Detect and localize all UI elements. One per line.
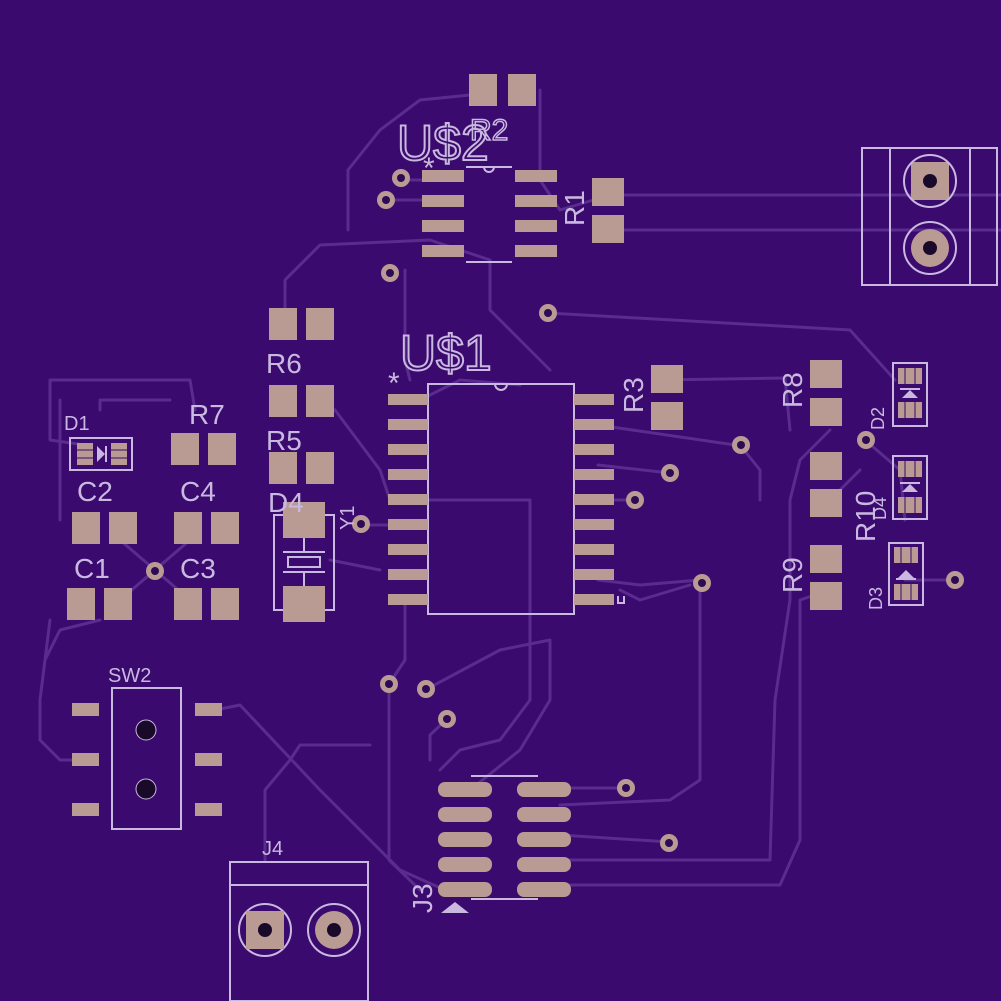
u1-label: U$1 (400, 325, 492, 381)
trace (618, 583, 692, 602)
j3-label: J3 (407, 883, 438, 913)
trace (328, 558, 382, 572)
y1-label: Y1 (337, 506, 359, 530)
u1-pin1-mark: * (388, 367, 400, 400)
c2-pads (72, 512, 137, 544)
r2-label: R2 (470, 114, 508, 147)
c4-pads (174, 512, 239, 544)
c1-label: C1 (74, 553, 110, 584)
via (626, 491, 644, 509)
via (377, 191, 395, 209)
trace (43, 618, 102, 662)
trace (213, 703, 447, 892)
c1-pads (67, 588, 132, 620)
via (693, 574, 711, 592)
u1-component (388, 383, 625, 615)
r5-pads (269, 452, 334, 484)
u2-component (422, 166, 557, 263)
r6-label: R6 (266, 348, 302, 379)
via (857, 431, 875, 449)
u2-pin1-mark: * (423, 152, 435, 185)
trace (346, 93, 472, 232)
r7-label: R7 (189, 399, 225, 430)
trace (546, 311, 897, 382)
r6-lower-pads (269, 385, 334, 417)
trace (423, 638, 552, 792)
r10-pads (810, 452, 842, 517)
via (438, 710, 456, 728)
via (946, 571, 964, 589)
trace (263, 743, 372, 862)
r3-label: R3 (618, 377, 649, 413)
d3-label: D3 (866, 587, 886, 610)
trace (738, 443, 762, 502)
j3-header (438, 775, 571, 913)
trace (596, 423, 737, 447)
trace (558, 833, 672, 844)
c3-pads (174, 588, 239, 620)
j4-terminal-block (229, 861, 369, 1001)
trace (538, 88, 1001, 212)
terminal-pin-round (315, 911, 353, 949)
r3-pads (651, 365, 683, 430)
terminal-pin-round (911, 229, 949, 267)
via (617, 779, 635, 797)
d3-led (888, 542, 924, 606)
r9-pads (810, 545, 842, 610)
c2-label: C2 (77, 476, 113, 507)
r10-label: R10 (850, 491, 881, 542)
via (380, 675, 398, 693)
d4-label-crystal: D4 (268, 487, 304, 518)
via (732, 436, 750, 454)
trace (558, 428, 832, 862)
j4-label: J4 (262, 838, 283, 860)
r2-pads (469, 74, 536, 106)
via (392, 169, 410, 187)
trace (98, 398, 172, 412)
via (417, 680, 435, 698)
y1-crystal (273, 502, 335, 622)
r6-pads (269, 308, 334, 340)
c3-label: C3 (180, 553, 216, 584)
c4-label: C4 (180, 476, 216, 507)
d4-label-led: D4 (870, 497, 890, 520)
vias (146, 169, 964, 852)
via (539, 304, 557, 322)
terminal-block-top-right (861, 147, 998, 286)
d2-label: D2 (868, 407, 888, 430)
r5-label: R5 (266, 425, 302, 456)
d1-component (69, 437, 133, 471)
u2-label: U$2 (397, 115, 489, 171)
r8-pads (810, 360, 842, 426)
r1-label: R1 (559, 190, 590, 226)
sw2-label: SW2 (108, 665, 151, 687)
trace (38, 618, 87, 762)
trace (333, 408, 532, 772)
via (352, 515, 370, 533)
via (660, 834, 678, 852)
trace (558, 578, 702, 807)
r1-pads (592, 178, 624, 243)
r9-label: R9 (777, 557, 808, 593)
via (661, 464, 679, 482)
terminal-pin-square (911, 162, 949, 200)
r7-pads (171, 433, 236, 465)
d1-label: D1 (64, 413, 90, 435)
trace (658, 376, 792, 432)
terminal-pin-square (246, 911, 284, 949)
via (381, 264, 399, 282)
silk-labels: U$2 R2 * R1 U$1 * R3 R6 R7 R5 D1 C2 C4 C… (64, 113, 890, 913)
trace (403, 268, 412, 382)
trace (48, 378, 197, 447)
d2-led (892, 362, 928, 427)
trace (387, 603, 407, 686)
d4-led (892, 455, 928, 520)
via (146, 562, 164, 580)
trace (596, 463, 672, 475)
r8-label: R8 (777, 372, 808, 408)
sw2-switch (72, 687, 222, 830)
